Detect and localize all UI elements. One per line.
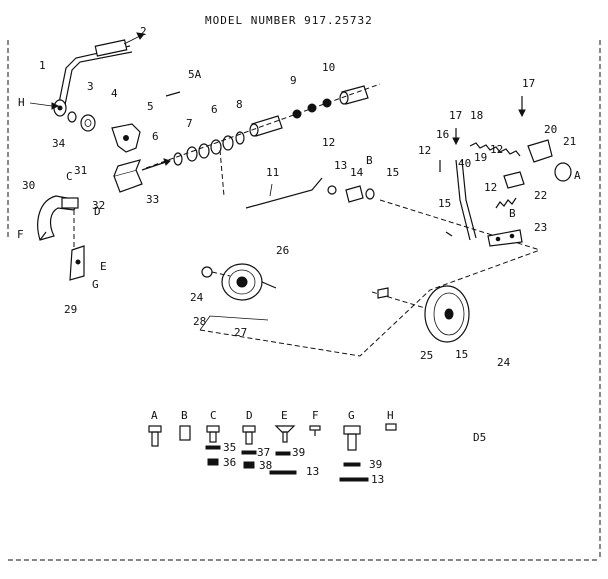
hw-sub-37: 37 [257,446,270,459]
callout-12c: 12 [490,143,503,156]
callout-3: 3 [87,80,94,93]
hw-sub-35: 35 [223,441,236,454]
pin-5a [165,91,181,97]
knob-21 [554,162,572,182]
callout-34: 34 [52,137,66,150]
hw-sub-13a: 13 [306,465,319,478]
callout-25: 25 [420,349,433,362]
spring-18 [469,142,521,157]
shift-lever [53,39,133,117]
callout-7: 7 [186,117,193,130]
washer-13 [327,185,337,195]
callout-5a: 5A [188,68,202,81]
callout-14: 14 [350,166,364,179]
hw-sub-39b: 39 [369,458,382,471]
callout-4: 4 [111,87,118,100]
callout-33: 33 [146,193,159,206]
block-33 [113,169,143,193]
callout-20: 20 [544,123,557,136]
callout-1: 1 [39,59,46,72]
plate-23 [487,229,523,247]
callout-11: 11 [266,166,279,179]
callout-28: 28 [193,315,206,328]
callout-15c: 15 [455,348,468,361]
hw-sub-36: 36 [223,456,236,469]
rod-11 [245,177,323,209]
callout-13: 13 [334,159,347,172]
callout-18: 18 [470,109,483,122]
hw-header-a: A [151,409,158,422]
callout-24a: 24 [190,291,204,304]
callout-12a: 12 [322,136,335,149]
callout-29: 29 [64,303,77,316]
label-d: D [94,205,101,218]
bracket-20 [527,139,553,163]
callout-15a: 15 [386,166,399,179]
wheel-25 [424,285,470,343]
hw-header-e: E [281,409,288,422]
label-g: G [92,278,99,291]
label-f: F [17,228,24,241]
diagram-title: MODEL NUMBER 917.25732 [205,14,373,27]
callout-6b: 6 [211,103,218,116]
callout-30: 30 [22,179,35,192]
callout-6a: 6 [152,130,159,143]
hw-header-g: G [348,409,355,422]
hw-header-c: C [210,409,217,422]
callout-27: 27 [234,326,247,339]
washer-24-left [201,266,213,278]
label-b1: B [366,154,373,167]
label-b2: B [509,207,516,220]
hw-sub-13b: 13 [371,473,384,486]
callout-16: 16 [436,128,449,141]
callout-15b: 15 [438,197,451,210]
spring-22 [495,197,517,209]
callout-9: 9 [290,74,297,87]
callout-21: 21 [563,135,576,148]
hw-header-d: D [246,409,253,422]
label-h: H [18,96,25,109]
hw-header-f: F [312,409,319,422]
callout-12b: 12 [418,144,431,157]
hw-header-h: H [387,409,394,422]
hardware-legend: A B C D E F G H [148,409,397,486]
hw-sub-39a: 39 [292,446,305,459]
label-c: C [66,170,73,183]
hw-sub-38: 38 [259,459,272,472]
callout-8: 8 [236,98,243,111]
label-a: A [574,169,581,182]
callout-31: 31 [74,164,87,177]
clip-14 [345,185,364,203]
clutch-lever-16 [455,159,477,241]
callout-17b: 17 [522,77,535,90]
callout-22: 22 [534,189,547,202]
callout-17a: 17 [449,109,462,122]
drawing-code: D5 [473,431,486,444]
washer-4 [80,114,96,132]
drive-pulley-27 [221,263,277,301]
callout-23: 23 [534,221,547,234]
callout-24b: 24 [497,356,511,369]
label-e: E [100,260,107,273]
callout-5: 5 [147,100,154,113]
hw-header-b: B [181,409,188,422]
callout-12d: 12 [484,181,497,194]
callout-10: 10 [322,61,335,74]
washer-3 [67,111,77,123]
callout-40: 40 [458,157,471,170]
callout-32: 32 [92,199,105,212]
belt-guide-30 [37,195,79,241]
callout-26: 26 [276,244,289,257]
callout-19: 19 [474,151,487,164]
callout-2: 2 [140,25,147,38]
